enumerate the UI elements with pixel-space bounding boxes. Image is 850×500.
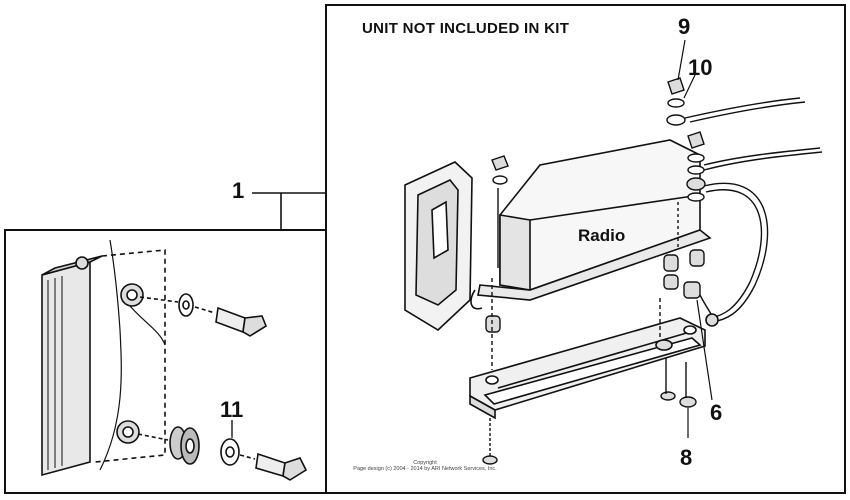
radio-label: Radio: [578, 226, 626, 245]
mounting-bracket: [404, 161, 473, 331]
screws: [482, 278, 697, 465]
copyright-line-2: Page design (c) 2004 - 2014 by ARI Netwo…: [353, 466, 497, 472]
lower-grommet-pin: [137, 420, 308, 481]
leader-lines: [231, 39, 713, 438]
side-panel: [41, 239, 166, 477]
radio-unit: [470, 139, 712, 310]
wires: [684, 97, 823, 323]
callout-1-bracket: [252, 192, 326, 230]
main-detail-frame: [325, 4, 846, 494]
callout-8: 8: [680, 445, 693, 470]
callout-10: 10: [688, 55, 713, 80]
mounting-rail: [469, 313, 719, 420]
copyright-notice: Copyright Page design (c) 2004 - 2014 by…: [335, 460, 515, 472]
copyright-line-1: Copyright: [413, 460, 437, 466]
diagram-heading: UNIT NOT INCLUDED IN KIT: [362, 20, 570, 37]
callout-11: 11: [220, 397, 244, 422]
callout-9: 9: [678, 14, 691, 39]
callout-1: 1: [232, 178, 245, 203]
upper-grommet-pin: [139, 293, 267, 337]
callout-6: 6: [710, 400, 723, 425]
